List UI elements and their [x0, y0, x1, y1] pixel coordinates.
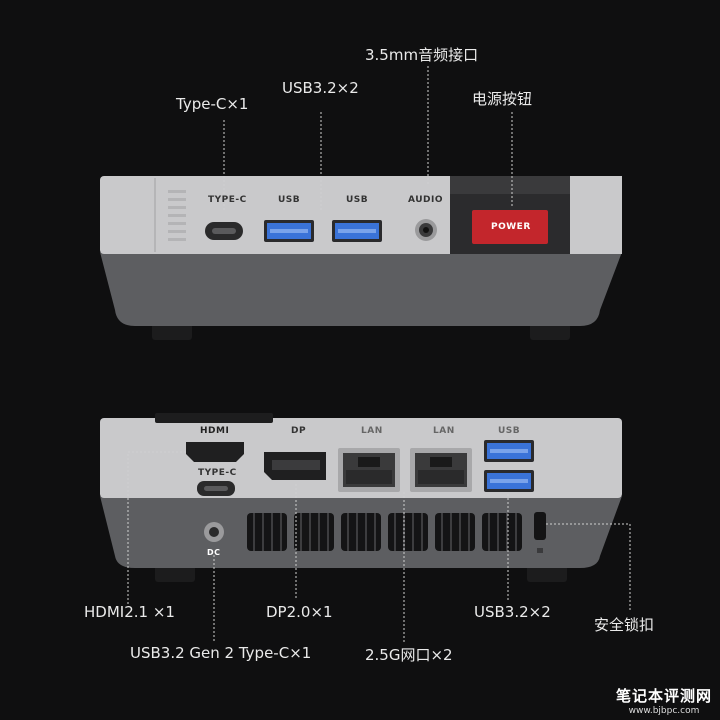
- callout-type-c: USB3.2 Gen 2 Type-C×1: [130, 644, 312, 662]
- watermark: 笔记本评测网 www.bjbpc.com: [616, 685, 712, 716]
- port-label-type-c: TYPE-C: [208, 195, 247, 205]
- hdmi-port: [186, 442, 244, 462]
- port-label-usb-2: USB: [346, 195, 369, 205]
- port-label-lan-2: LAN: [433, 426, 455, 436]
- front-vent-slits: [168, 190, 186, 241]
- callout-audio: 3.5mm音频接口: [365, 46, 479, 64]
- callout-lan: 2.5G网口×2: [365, 646, 453, 664]
- usb-port-lower: [484, 470, 534, 492]
- callout-type-c: Type-C×1: [176, 95, 249, 113]
- power-button[interactable]: [472, 210, 548, 244]
- callout-hdmi: HDMI2.1 ×1: [84, 603, 175, 621]
- callout-lock: 安全锁扣: [594, 616, 655, 634]
- guide-line: [127, 451, 186, 605]
- port-label-usb: USB: [498, 426, 521, 436]
- usb-port-1: [264, 220, 314, 242]
- callout-usb: USB3.2×2: [474, 603, 551, 621]
- port-label-hdmi: HDMI: [200, 426, 230, 436]
- port-label-audio: AUDIO: [408, 195, 443, 205]
- callout-power: 电源按钮: [472, 90, 533, 108]
- usb-port-2: [332, 220, 382, 242]
- lan-port-1: [338, 448, 400, 492]
- port-label-usb-1: USB: [278, 195, 301, 205]
- power-button-label: POWER: [491, 222, 531, 232]
- port-label-type-c: TYPE-C: [198, 468, 237, 478]
- bottom-device: [100, 413, 631, 642]
- watermark-url: www.bjbpc.com: [628, 706, 700, 716]
- device-lower-body: [100, 252, 622, 326]
- watermark-title: 笔记本评测网: [615, 687, 712, 705]
- usb-port-upper: [484, 440, 534, 462]
- port-label-dc: DC: [207, 548, 221, 557]
- callout-dp: DP2.0×1: [266, 603, 333, 621]
- rear-vent-grille: [247, 513, 522, 551]
- lan-port-2: [410, 448, 472, 492]
- security-lock-slot: [534, 512, 546, 540]
- callout-usb: USB3.2×2: [282, 79, 359, 97]
- guide-line: [546, 523, 631, 612]
- top-device: [100, 66, 622, 340]
- lock-icon: [537, 548, 543, 553]
- port-label-lan-1: LAN: [361, 426, 383, 436]
- port-label-dp: DP: [291, 426, 307, 436]
